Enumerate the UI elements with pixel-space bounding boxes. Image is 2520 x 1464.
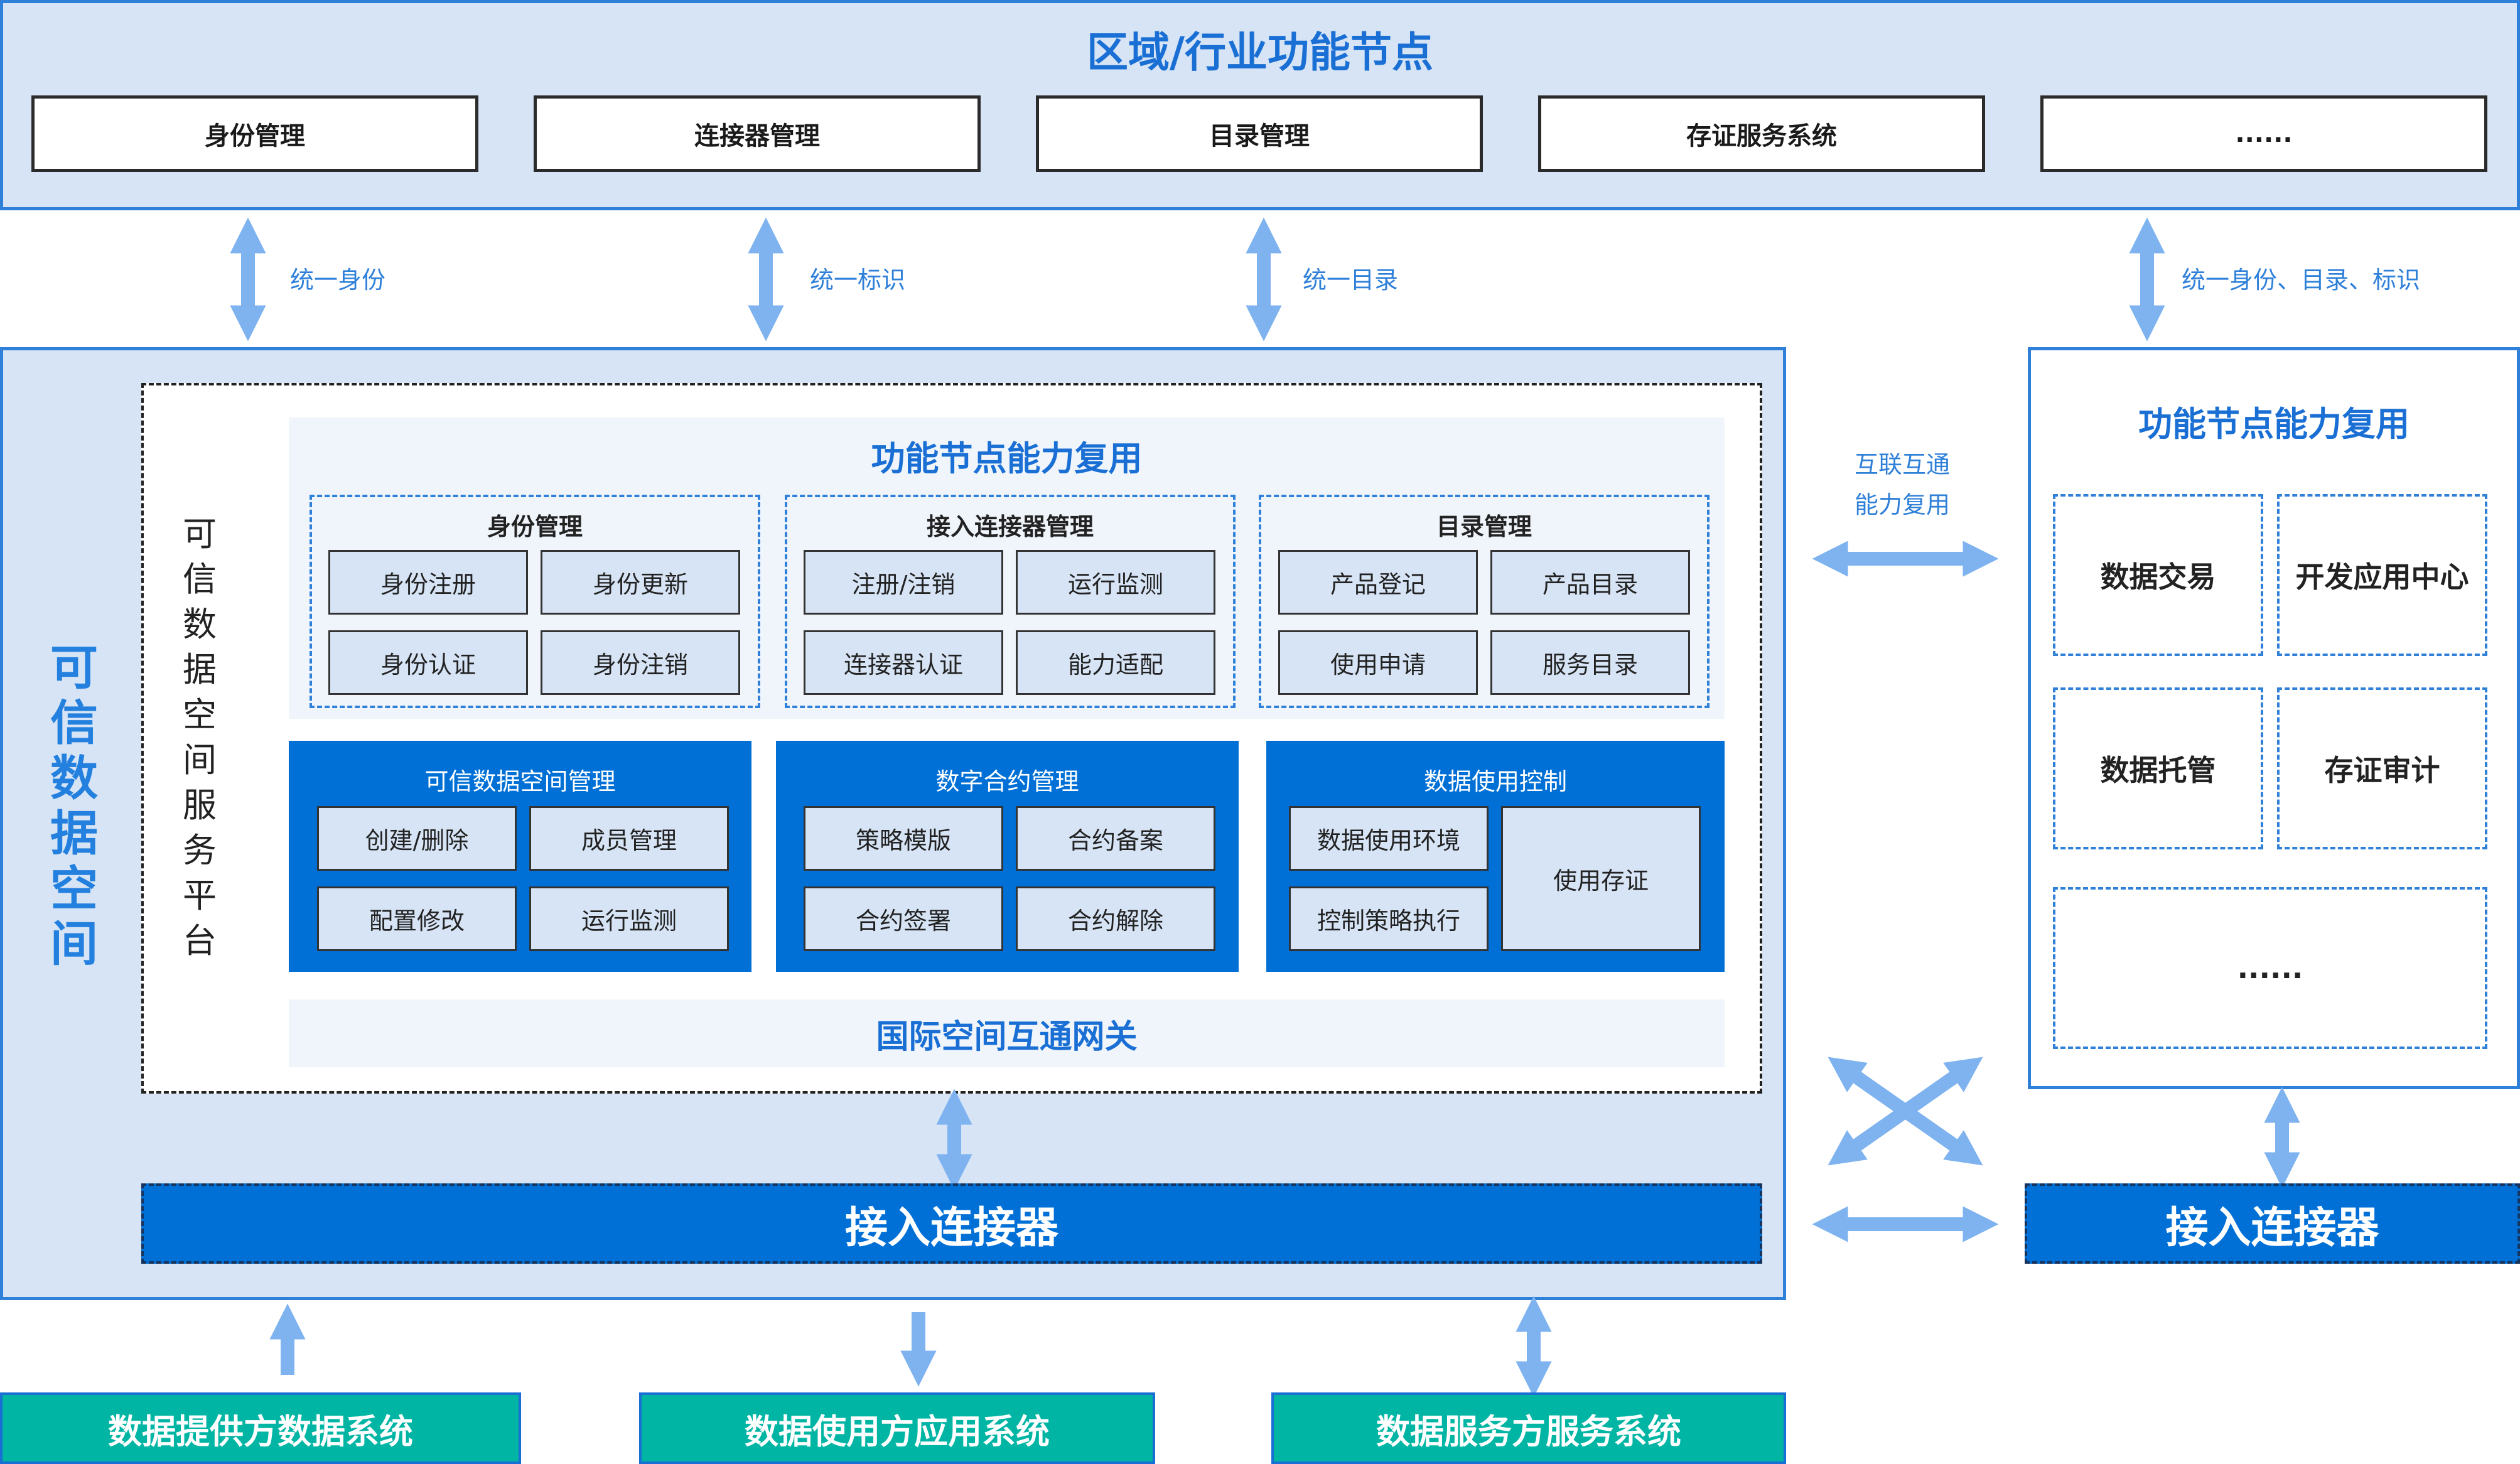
evidence-audit-cell[interactable]: 存证审计 bbox=[2277, 687, 2487, 849]
service-catalog-cell[interactable]: 服务目录 bbox=[1490, 630, 1690, 695]
provider-up-arrow bbox=[269, 1303, 306, 1375]
connector-adapt-cell[interactable]: 能力适配 bbox=[1016, 630, 1215, 695]
consumer-down-arrow bbox=[900, 1312, 937, 1387]
interconnect-label-line2: 能力复用 bbox=[1854, 490, 1950, 519]
catalog-management-group bbox=[1259, 495, 1710, 708]
right-more-cell[interactable]: ...... bbox=[2053, 887, 2487, 1049]
usage-evidence-cell[interactable]: 使用存证 bbox=[1501, 806, 1701, 951]
right-access-connector[interactable]: 接入连接器 bbox=[2025, 1183, 2520, 1264]
service-both-arrow bbox=[1516, 1296, 1552, 1397]
top-connector-management[interactable]: 连接器管理 bbox=[534, 95, 981, 172]
connector-link-arrow bbox=[1812, 1206, 1999, 1242]
data-trading-cell[interactable]: 数据交易 bbox=[2053, 494, 2263, 656]
right-capability-reuse-panel bbox=[2028, 347, 2520, 1089]
unified-identifier-label: 统一标识 bbox=[810, 266, 906, 294]
create-delete-cell[interactable]: 创建/删除 bbox=[317, 806, 517, 871]
right-capability-reuse-title: 功能节点能力复用 bbox=[2138, 404, 2410, 444]
digital-contract-title: 数字合约管理 bbox=[935, 767, 1079, 795]
service-platform-title: 可信数据空间服务平台 bbox=[183, 514, 217, 961]
config-modify-cell[interactable]: 配置修改 bbox=[317, 886, 517, 951]
unified-catalog-arrow bbox=[1246, 217, 1282, 342]
identity-management-group-title: 身份管理 bbox=[487, 512, 583, 541]
product-register-cell[interactable]: 产品登记 bbox=[1278, 550, 1478, 615]
data-usage-control-title: 数据使用控制 bbox=[1423, 767, 1567, 795]
top-identity-management[interactable]: 身份管理 bbox=[31, 95, 478, 172]
regional-node-title: 区域/行业功能节点 bbox=[1086, 28, 1434, 77]
left-access-connector[interactable]: 接入连接器 bbox=[141, 1183, 1762, 1264]
connector-register-cell[interactable]: 注册/注销 bbox=[804, 550, 1003, 615]
interconnect-label-line1: 互联互通 bbox=[1854, 450, 1950, 478]
unified-identifier-arrow bbox=[748, 217, 784, 342]
data-consumer-system[interactable]: 数据使用方应用系统 bbox=[639, 1392, 1155, 1464]
unified-identity-arrow bbox=[230, 217, 266, 342]
usage-environment-cell[interactable]: 数据使用环境 bbox=[1289, 806, 1489, 871]
international-gateway[interactable]: 国际空间互通网关 bbox=[289, 999, 1725, 1067]
data-service-system[interactable]: 数据服务方服务系统 bbox=[1271, 1392, 1786, 1464]
unified-all-label: 统一身份、目录、标识 bbox=[2182, 266, 2421, 294]
cross-connect-arrow bbox=[1828, 1057, 1983, 1166]
top-catalog-management[interactable]: 目录管理 bbox=[1036, 95, 1483, 172]
node-capability-reuse-panel bbox=[289, 417, 1725, 719]
data-custody-cell[interactable]: 数据托管 bbox=[2053, 687, 2263, 849]
capability-reuse-arrow bbox=[1812, 541, 1999, 577]
catalog-management-group-title: 目录管理 bbox=[1436, 512, 1532, 541]
member-management-cell[interactable]: 成员管理 bbox=[529, 806, 729, 871]
data-provider-system[interactable]: 数据提供方数据系统 bbox=[0, 1392, 521, 1464]
contract-filing-cell[interactable]: 合约备案 bbox=[1016, 806, 1215, 871]
contract-sign-cell[interactable]: 合约签署 bbox=[804, 886, 1003, 951]
product-catalog-cell[interactable]: 产品目录 bbox=[1490, 550, 1690, 615]
dev-app-center-cell[interactable]: 开发应用中心 bbox=[2277, 494, 2487, 656]
platform-connector-arrow bbox=[936, 1089, 972, 1190]
top-more[interactable]: ...... bbox=[2040, 95, 2487, 172]
trusted-data-space-title: 可信数据空间 bbox=[50, 640, 98, 972]
contract-terminate-cell[interactable]: 合约解除 bbox=[1016, 886, 1215, 951]
identity-management-group bbox=[310, 495, 760, 708]
space-management-title: 可信数据空间管理 bbox=[424, 767, 616, 795]
identity-auth-cell[interactable]: 身份认证 bbox=[328, 630, 528, 695]
connector-management-group bbox=[785, 495, 1236, 708]
space-monitor-cell[interactable]: 运行监测 bbox=[529, 886, 729, 951]
connector-auth-cell[interactable]: 连接器认证 bbox=[804, 630, 1003, 695]
identity-cancel-cell[interactable]: 身份注销 bbox=[541, 630, 740, 695]
unified-catalog-label: 统一目录 bbox=[1303, 266, 1399, 294]
right-connector-arrow bbox=[2264, 1087, 2300, 1188]
usage-apply-cell[interactable]: 使用申请 bbox=[1278, 630, 1478, 695]
policy-template-cell[interactable]: 策略模版 bbox=[804, 806, 1003, 871]
identity-update-cell[interactable]: 身份更新 bbox=[541, 550, 740, 615]
policy-execution-cell[interactable]: 控制策略执行 bbox=[1289, 886, 1489, 951]
node-capability-reuse-title: 功能节点能力复用 bbox=[871, 438, 1143, 478]
top-evidence-service-system[interactable]: 存证服务系统 bbox=[1538, 95, 1985, 172]
identity-register-cell[interactable]: 身份注册 bbox=[328, 550, 528, 615]
unified-all-arrow bbox=[2129, 217, 2165, 342]
connector-monitor-cell[interactable]: 运行监测 bbox=[1016, 550, 1215, 615]
unified-identity-label: 统一身份 bbox=[290, 266, 386, 294]
connector-management-group-title: 接入连接器管理 bbox=[926, 512, 1094, 541]
